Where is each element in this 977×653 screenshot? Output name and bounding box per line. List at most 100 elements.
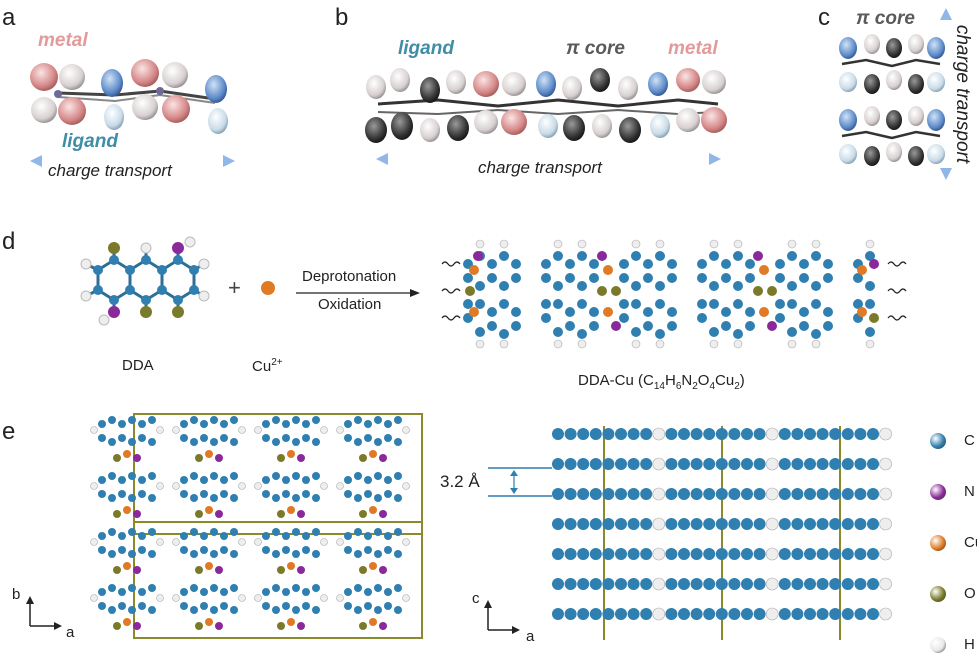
carbon-atom [589,259,599,269]
lattice-atom [148,528,156,536]
hydrogen-atom [577,239,587,249]
layer-atom [552,548,564,560]
lattice-atom [220,532,228,540]
layer-atom [652,517,666,531]
lattice-atom [180,434,188,442]
lattice-atom [98,490,106,498]
layer-atom [589,518,602,530]
layer-atom [589,458,602,470]
layer-atom [678,488,690,500]
layer-atom [615,458,627,470]
label-transport-c: charge transport [952,24,973,164]
lattice-atom [220,420,228,428]
layer-atom [728,458,741,470]
lattice-atom [215,454,223,462]
lattice-atom [297,510,305,518]
lattice-atom [138,588,146,596]
lattice-atom [394,606,402,614]
lattice-atom [148,416,156,424]
lattice-atom [138,476,146,484]
lattice-atom [138,434,146,442]
layer-atom [804,458,816,470]
layer-atom [602,488,615,500]
lattice-atom [364,476,372,484]
lattice-atom [354,550,362,558]
carbon-atom [643,321,653,331]
lattice-atom [210,606,218,614]
lattice-atom [98,588,106,596]
lattice-atom [379,566,387,574]
lattice-atom [369,450,377,458]
carbon-atom [619,259,629,269]
layer-atom [627,578,640,590]
hydrogen-atom [254,426,262,434]
legend-item: N [930,483,975,500]
lattice-atom [302,434,310,442]
lattice-atom [108,494,116,502]
lattice-atom [113,566,121,574]
lattice-atom [98,602,106,610]
lattice-atom [180,532,188,540]
lattice-atom [344,476,352,484]
layer-atom [640,488,653,500]
lattice-atom [292,472,300,480]
carbon-atom [745,321,755,331]
lattice-atom [287,450,295,458]
lattice-atom [354,494,362,502]
layer-atom [841,578,854,590]
layer-atom [867,548,879,560]
layer-atom [703,608,716,620]
carbon-atom [499,281,509,291]
layer-atom [867,488,879,500]
carbon-atom [487,321,497,331]
layer-atom [765,517,779,531]
label-dda-cu-formula: DDA-Cu (C14H6N2O4Cu2) [578,372,745,392]
carbon-atom [619,273,629,283]
hydrogen-atom [475,239,485,249]
carbon-atom [775,313,785,323]
lattice-atom [287,506,295,514]
layer-atom [602,518,615,530]
lattice-atom [379,622,387,630]
layer-atom [552,428,564,440]
layer-atom [778,518,791,530]
layer-atom [690,428,703,440]
lattice-atom [180,420,188,428]
lattice-atom [262,602,270,610]
carbon-atom [709,281,719,291]
carbon-atom [709,251,719,261]
lattice-atom [282,434,290,442]
lattice-atom [359,566,367,574]
carbon-atom [799,259,809,269]
lattice-atom [282,532,290,540]
lattice-atom [230,584,238,592]
label-transport-b: charge transport [478,158,602,177]
layer-atom [690,518,703,530]
lattice-atom [98,434,106,442]
lattice-atom [297,454,305,462]
layer-atom [652,427,666,441]
lattice-atom [262,532,270,540]
carbon-atom [655,299,665,309]
panel-letter-b: b [335,4,349,31]
lattice-atom [98,546,106,554]
lattice-atom [230,528,238,536]
carbon-atom [799,307,809,317]
spacing-marker [488,467,552,497]
layer-atom [829,608,842,620]
layer-atom [690,548,703,560]
carbon-atom [697,313,707,323]
hydrogen-atom [320,482,328,490]
layer-atom [552,488,564,500]
layer-atom [652,547,666,561]
layer-atom [640,548,653,560]
dda-molecule [80,236,210,326]
lattice-atom [118,476,126,484]
layer-atom [690,488,703,500]
orbital-illustration-a [30,59,228,134]
carbon-atom [733,329,743,339]
carbon-atom [799,273,809,283]
layer-atom [665,548,678,560]
lattice-atom [210,584,218,592]
layer-atom [778,488,791,500]
